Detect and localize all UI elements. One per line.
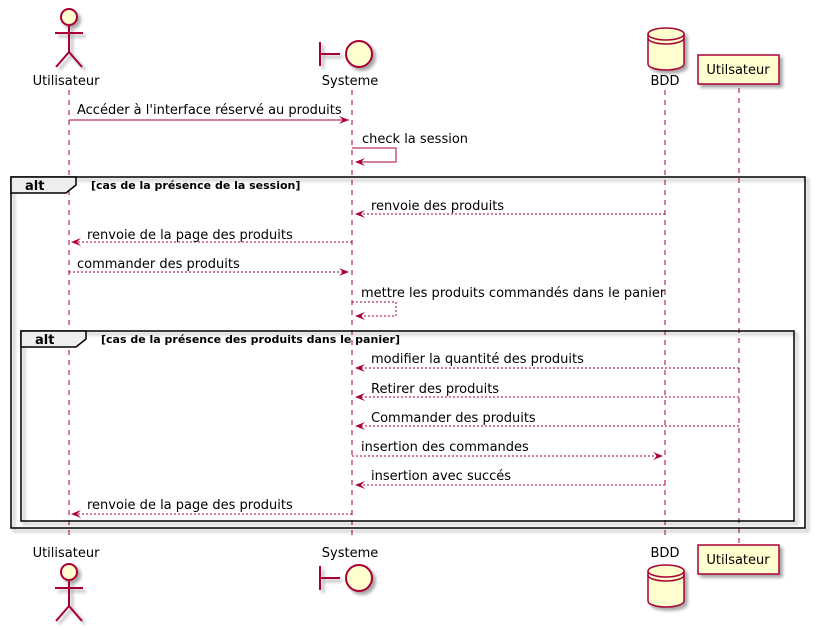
message-1: Accéder à l'interface réservé au produit… <box>69 103 349 124</box>
message-10: insertion des commandes <box>352 440 663 460</box>
message-9: Commander des produits <box>355 411 739 430</box>
participant-label: Utilsateur <box>706 63 770 78</box>
alt-frame-outer-condition: [cas de la présence de la session] <box>91 179 300 192</box>
database-icon <box>647 27 685 71</box>
actor-icon <box>55 563 83 622</box>
message-label: renvoie de la page des produits <box>87 228 293 243</box>
message-3: renvoie des produits <box>355 199 665 218</box>
message-label: renvoie des produits <box>371 199 504 214</box>
message-6: mettre les produits commandés dans le pa… <box>352 286 666 320</box>
message-7: modifier la quantité des produits <box>355 352 739 372</box>
message-label: insertion avec succés <box>371 469 511 484</box>
message-label: insertion des commandes <box>361 440 529 455</box>
message-11: insertion avec succés <box>355 469 665 489</box>
participant-systeme-bottom: Systeme <box>319 546 378 592</box>
message-label: mettre les produits commandés dans le pa… <box>361 286 666 301</box>
participant-bdd-top: BDD <box>647 27 685 89</box>
message-4: renvoie de la page des produits <box>71 228 352 246</box>
boundary-icon <box>319 564 373 592</box>
alt-frame-inner: alt [cas de la présence des produits dan… <box>20 330 795 522</box>
participant-label: BDD <box>651 74 680 89</box>
message-label: Retirer des produits <box>371 382 499 397</box>
message-5: commander des produits <box>69 257 349 276</box>
message-label: renvoie de la page des produits <box>87 498 293 513</box>
alt-frame-outer-keyword: alt <box>25 179 44 194</box>
message-label: modifier la quantité des produits <box>371 352 584 367</box>
database-icon <box>647 564 685 608</box>
actor-icon <box>55 8 83 68</box>
message-label: check la session <box>362 132 468 147</box>
message-8: Retirer des produits <box>355 382 739 401</box>
participant-label: Utilisateur <box>33 546 101 561</box>
message-2: check la session <box>352 132 468 166</box>
message-12: renvoie de la page des produits <box>71 498 352 518</box>
participant-utilisateur-top: Utilisateur <box>33 8 101 89</box>
participant-label: BDD <box>651 546 680 561</box>
message-label: commander des produits <box>77 257 240 272</box>
participant-utilisateur-bottom: Utilisateur <box>33 546 101 622</box>
alt-frame-inner-condition: [cas de la présence des produits dans le… <box>101 333 400 346</box>
participant-utilsateur-top: Utilsateur <box>697 54 780 85</box>
participant-bdd-bottom: BDD <box>647 546 685 608</box>
participant-label: Systeme <box>322 546 378 561</box>
participant-systeme-top: Systeme <box>319 40 378 89</box>
alt-frame-outer: alt [cas de la présence de la session] <box>10 176 806 529</box>
message-label: Commander des produits <box>371 411 536 426</box>
message-label: Accéder à l'interface réservé au produit… <box>77 103 342 118</box>
participant-label: Utilsateur <box>706 553 770 568</box>
participant-utilsateur-bottom: Utilsateur <box>697 544 780 575</box>
alt-frame-inner-keyword: alt <box>35 333 54 348</box>
participant-label: Utilisateur <box>33 74 101 89</box>
participant-label: Systeme <box>322 74 378 89</box>
boundary-icon <box>319 40 373 68</box>
